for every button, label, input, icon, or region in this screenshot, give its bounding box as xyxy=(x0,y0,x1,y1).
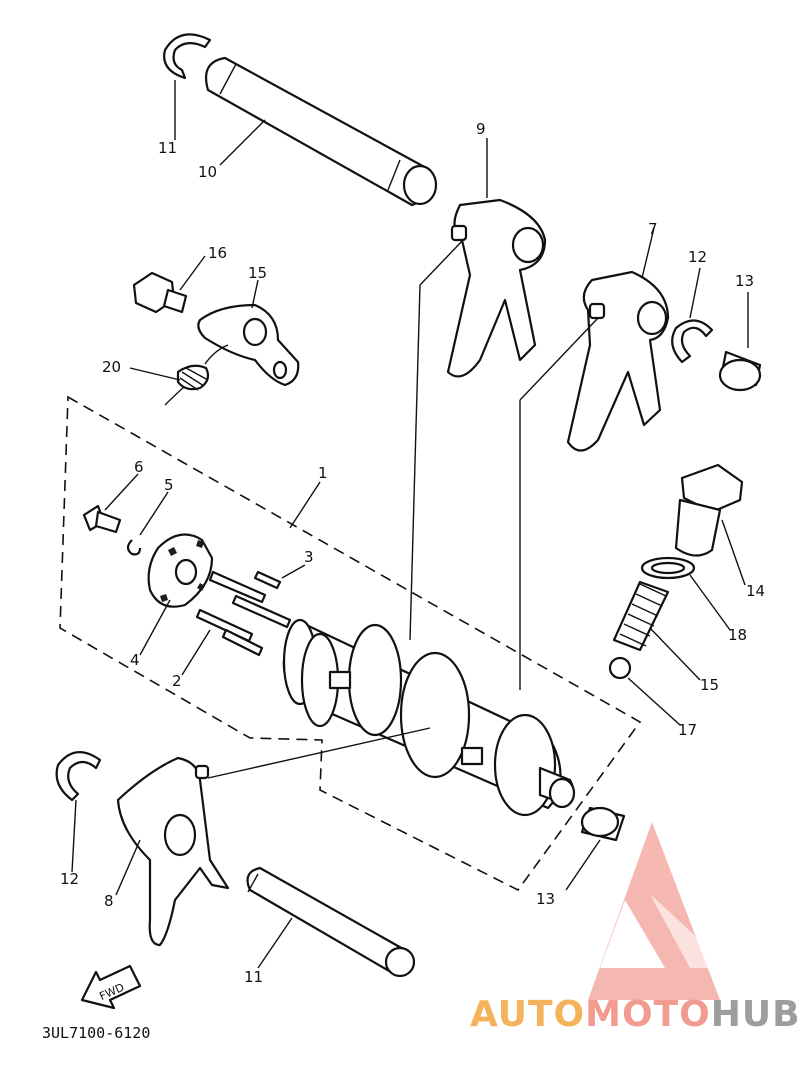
callout-7: 7 xyxy=(648,220,658,238)
callout-4: 4 xyxy=(130,651,140,669)
callout-3: 3 xyxy=(304,548,314,566)
shaft-10 xyxy=(204,56,438,207)
screw-6 xyxy=(82,504,122,534)
circlip-12-left xyxy=(55,751,102,802)
watermark-part3: HUB xyxy=(711,994,800,1035)
callout-1: 1 xyxy=(318,464,328,482)
callout-17: 18 xyxy=(728,626,747,644)
callout-5: 5 xyxy=(164,476,174,494)
fwd-arrow-icon: FWD xyxy=(80,964,142,1010)
diagram-code: 3UL7100-6120 xyxy=(42,1024,150,1042)
svg-text:AUTOMOTOHUB: AUTOMOTOHUB xyxy=(470,994,800,1035)
watermark-text: AUTOMOTOHUB xyxy=(470,994,800,1035)
shift-fork-9 xyxy=(446,198,547,378)
callout-10: 10 xyxy=(198,163,217,181)
callout-6: 6 xyxy=(134,458,144,476)
shaft-11 xyxy=(246,866,416,978)
watermark-part1: AUTO xyxy=(470,994,585,1035)
callout-12-right: 12 xyxy=(688,248,707,266)
callout-13-bottom: 13 xyxy=(536,890,555,908)
assembly-outline xyxy=(59,395,642,892)
segment-4 xyxy=(147,533,214,608)
callout-19: 16 xyxy=(208,244,227,262)
pins-3 xyxy=(253,570,282,590)
bolt-19 xyxy=(132,271,188,314)
washer-5 xyxy=(126,539,142,556)
callout-12-top: 11 xyxy=(158,139,177,157)
shift-fork-7 xyxy=(566,270,670,452)
callout-9: 9 xyxy=(476,120,486,138)
callout-16: 17 xyxy=(678,721,697,739)
shift-fork-8 xyxy=(116,756,230,947)
collar-13-top xyxy=(718,350,762,392)
watermark-logo-icon xyxy=(588,822,730,1000)
callout-2: 2 xyxy=(172,672,182,690)
spring-15 xyxy=(612,580,670,652)
spring-20 xyxy=(164,344,229,406)
pins-2 xyxy=(195,570,292,657)
gasket-17 xyxy=(640,556,696,580)
shift-drum-1 xyxy=(282,618,576,817)
callout-14: 14 xyxy=(746,582,765,600)
leader-lines xyxy=(71,80,749,969)
callout-20: 20 xyxy=(102,358,121,376)
callout-11-visible: 11 xyxy=(244,968,263,986)
callout-18: 15 xyxy=(248,264,267,282)
callout-15-visible: 15 xyxy=(700,676,719,694)
callout-8: 8 xyxy=(104,892,114,910)
circlip-12-top xyxy=(163,33,212,80)
callout-13-top: 13 xyxy=(735,272,754,290)
circlip-12-right xyxy=(671,319,714,364)
callout-12-left: 12 xyxy=(60,870,79,888)
plug-14 xyxy=(674,463,744,557)
stopper-lever-18 xyxy=(197,303,300,387)
collar-13-bottom xyxy=(580,806,626,842)
ball-16 xyxy=(608,656,632,680)
watermark-part2: MOTO xyxy=(585,994,711,1035)
callout-numbers: 11 10 9 7 12 13 16 15 20 6 5 1 3 4 2 14 … xyxy=(60,120,765,986)
